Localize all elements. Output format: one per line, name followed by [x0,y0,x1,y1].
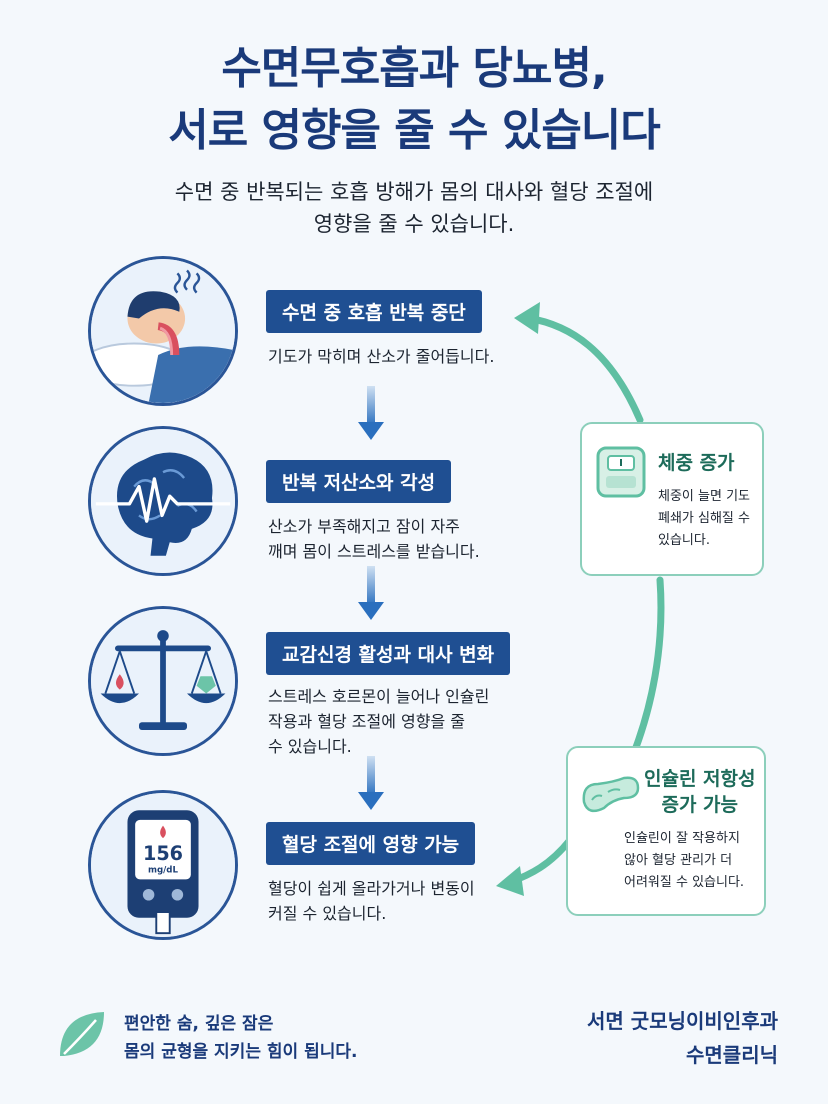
step-3-label: 교감신경 활성과 대사 변화 [266,632,511,675]
step-3-illustration [88,606,238,756]
step-3-description: 스트레스 호르몬이 늘어나 인슐린 작용과 혈당 조절에 영향을 줄 수 있습니… [268,684,489,759]
step-3-desc-line: 수 있습니다. [268,737,352,756]
step-4-desc-line: 커질 수 있습니다. [268,904,387,923]
step-2-desc-line: 깨며 몸이 스트레스를 받습니다. [268,542,480,561]
step-4-desc-line: 혈당이 쉽게 올라가거나 변동이 [268,879,475,898]
insulin-resistance-title-line: 인슐린 저항성 [644,768,756,790]
weight-gain-desc-line: 체중이 늘면 기도 [658,489,750,504]
footer-slogan-line: 몸의 균형을 지키는 힘이 됩니다. [124,1042,358,1062]
insulin-resistance-description: 인슐린이 잘 작용하지 않아 혈당 관리가 더 어려워질 수 있습니다. [624,828,744,894]
brain-icon [91,429,235,573]
down-arrow-icon [358,756,384,810]
insulin-resistance-desc-line: 않아 혈당 관리가 더 [624,853,733,868]
step-2-desc-line: 산소가 부족해지고 잠이 자주 [268,517,460,536]
weight-gain-title: 체중 증가 [658,452,735,474]
glucose-meter-icon: 156 mg/dL [91,793,235,937]
weight-scale-icon [596,446,646,498]
page-title-line-2: 서로 영향을 줄 수 있습니다 [168,105,661,156]
glucose-unit: mg/dL [148,866,178,876]
clinic-name: 서면 굿모닝이비인후과 수면클리닉 [587,1004,778,1072]
insulin-resistance-box: 인슐린 저항성 증가 가능 인슐린이 잘 작용하지 않아 혈당 관리가 더 어려… [566,746,766,916]
step-2-illustration [88,426,238,576]
step-1-desc-line: 기도가 막히며 산소가 줄어듭니다. [268,347,495,366]
step-4-illustration: 156 mg/dL [88,790,238,940]
weight-gain-desc-line: 있습니다. [658,533,710,548]
step-3-desc-line: 스트레스 호르몬이 늘어나 인슐린 [268,687,490,706]
footer-slogan-line: 편안한 숨, 깊은 잠은 [124,1014,274,1034]
down-arrow-icon [358,566,384,620]
insulin-resistance-desc-line: 어려워질 수 있습니다. [624,875,745,890]
insulin-resistance-desc-line: 인슐린이 잘 작용하지 [624,831,740,846]
weight-gain-box: 체중 증가 체중이 늘면 기도 폐쇄가 심해질 수 있습니다. [580,422,764,576]
page-title-line-1: 수면무호흡과 당뇨병, [221,43,607,94]
step-4-label: 혈당 조절에 영향 가능 [266,822,476,865]
sleeping-person-icon [91,259,235,403]
step-2-label: 반복 저산소와 각성 [266,460,452,503]
clinic-name-line: 서면 굿모닝이비인후과 [587,1009,778,1033]
glucose-value: 156 [143,842,183,865]
step-2-description: 산소가 부족해지고 잠이 자주 깨며 몸이 스트레스를 받습니다. [268,514,480,564]
clinic-name-line: 수면클리닉 [686,1043,778,1067]
weight-gain-description: 체중이 늘면 기도 폐쇄가 심해질 수 있습니다. [658,486,750,552]
leaf-icon [60,1012,104,1056]
insulin-resistance-title: 인슐린 저항성 증가 가능 [644,766,756,818]
cycle-arrow-icon [496,302,665,896]
step-1-description: 기도가 막히며 산소가 줄어듭니다. [268,344,494,369]
step-1-label: 수면 중 호흡 반복 중단 [266,290,482,333]
down-arrow-icon [358,386,384,440]
pancreas-icon [582,776,640,813]
footer-slogan: 편안한 숨, 깊은 잠은 몸의 균형을 지키는 힘이 됩니다. [124,1010,357,1066]
step-4-description: 혈당이 쉽게 올라가거나 변동이 커질 수 있습니다. [268,876,475,926]
weight-gain-desc-line: 폐쇄가 심해질 수 [658,511,750,526]
step-3-desc-line: 작용과 혈당 조절에 영향을 줄 [268,712,465,731]
subtitle-line-1: 수면 중 반복되는 호흡 방해가 몸의 대사와 혈당 조절에 [174,180,654,204]
step-1-illustration [88,256,238,406]
balance-scale-icon [91,609,235,753]
subtitle-line-2: 영향을 줄 수 있습니다. [313,212,515,236]
insulin-resistance-title-line: 증가 가능 [661,794,739,816]
